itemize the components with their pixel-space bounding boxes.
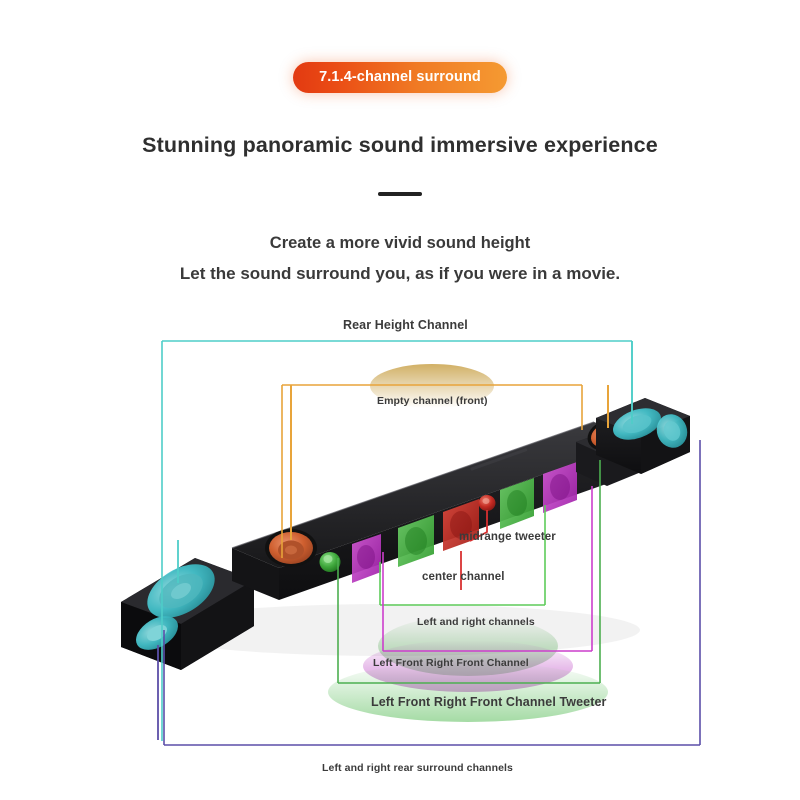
soundbar-left-woofer [265, 529, 317, 567]
label-midrange-tweeter: midrange tweeter [459, 531, 556, 543]
channel-diagram: Rear Height Channel Empty channel (front… [0, 300, 800, 800]
left-satellite-speaker [121, 558, 254, 670]
soundbar-left-dome-tweeter [319, 552, 341, 572]
page-title: Stunning panoramic sound immersive exper… [142, 133, 658, 157]
subtitle-line-2: Let the sound surround you, as if you we… [179, 264, 621, 283]
soundbar-right-mid [500, 478, 534, 529]
title-divider [378, 192, 422, 196]
label-empty-channel-front: Empty channel (front) [377, 395, 488, 407]
right-satellite-speaker [596, 398, 690, 474]
soundbar-left-front [352, 534, 381, 583]
soundbar-right-front [543, 462, 577, 513]
label-lf-rf-tweeter: Left Front Right Front Channel Tweeter [371, 695, 607, 709]
box-empty-channel-front [281, 384, 583, 558]
box-center-channel [379, 505, 546, 606]
soundbar-left-mid [398, 515, 434, 567]
box-lf-rf-tweeter [337, 460, 601, 684]
box-left-right-channels [382, 486, 593, 652]
leader-midrange-tweeter [469, 510, 488, 542]
label-rear-height-channel: Rear Height Channel [343, 318, 468, 332]
label-rear-surround: Left and right rear surround channels [322, 762, 513, 774]
soundbar-body [231, 419, 651, 600]
label-center-channel: center channel [422, 571, 505, 583]
badge-container: 7.1.4-channel surround [0, 62, 800, 93]
product-soundbar [121, 398, 690, 670]
soundbar-center [443, 499, 479, 551]
subtitle-line-1: Create a more vivid sound height [269, 234, 531, 252]
diagram-canvas [121, 340, 701, 746]
soundbar-center-dome-tweeter [478, 495, 496, 511]
label-left-right-channels: Left and right channels [417, 616, 535, 628]
box-rear-surround [163, 440, 701, 746]
label-lf-rf-channel: Left Front Right Front Channel [373, 657, 529, 669]
label-glows [328, 364, 608, 722]
channel-surround-badge: 7.1.4-channel surround [293, 62, 507, 93]
